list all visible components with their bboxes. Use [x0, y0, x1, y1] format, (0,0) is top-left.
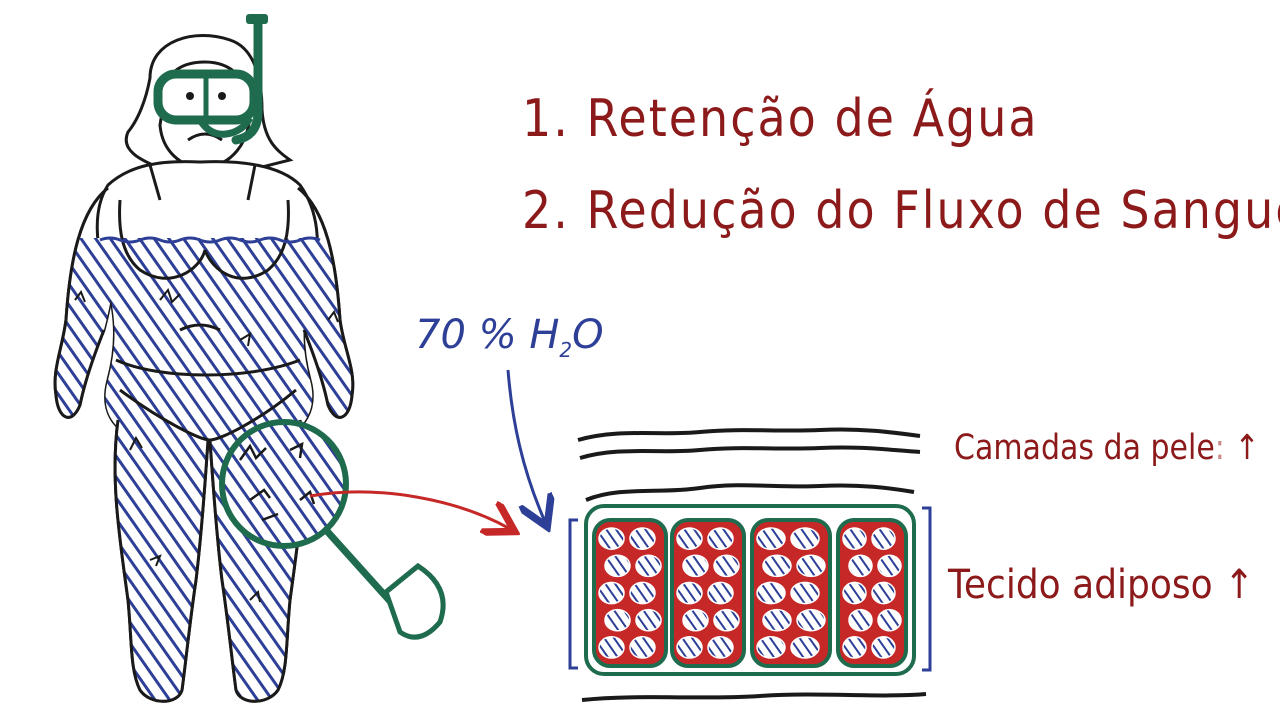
fat-cell — [756, 636, 786, 659]
tissue-bracket-right — [922, 506, 932, 672]
fat-cell — [796, 608, 826, 632]
fat-cell — [713, 554, 740, 578]
fat-cell — [762, 554, 792, 578]
fat-cell — [842, 581, 867, 605]
water-arrow — [506, 369, 546, 524]
skin-layers-label: Camadas da pele: ↑ — [954, 428, 1260, 468]
skin-layer-1 — [577, 427, 921, 442]
list-item-water-retention: 1. Retenção de Água — [522, 88, 1039, 148]
fat-cell — [676, 581, 703, 605]
fat-label-text: Tecido adiposo — [948, 562, 1213, 608]
fat-cell — [796, 554, 826, 578]
fat-cell — [842, 636, 867, 659]
fat-cell — [848, 554, 873, 578]
skin-label-text: Camadas da pele — [954, 428, 1215, 469]
fat-cell — [604, 608, 631, 632]
list-text: Retenção de Água — [586, 88, 1039, 149]
fat-cell — [629, 636, 656, 659]
skin-label-sep: : — [1214, 428, 1225, 469]
water-percent: 70 % — [415, 312, 517, 358]
fat-cell — [707, 581, 734, 605]
bottom-layer — [581, 692, 927, 702]
fat-cell — [682, 554, 709, 578]
fat-cell — [598, 581, 625, 605]
fat-cell — [604, 554, 631, 578]
fat-cell — [629, 581, 656, 605]
tissue-bracket-left — [568, 518, 578, 670]
list-number: 2. — [522, 180, 570, 241]
fat-cell — [598, 527, 625, 550]
fat-cell — [635, 608, 662, 632]
fat-cell — [762, 608, 792, 632]
fat-cell — [790, 527, 820, 550]
fat-cell — [676, 636, 703, 659]
fat-cell — [877, 554, 902, 578]
fat-cell — [756, 527, 786, 550]
fat-cell — [848, 608, 873, 632]
fat-cell — [871, 527, 896, 550]
skin-layer-2 — [579, 445, 921, 460]
fat-cell — [842, 527, 867, 550]
fat-cell — [871, 636, 896, 659]
waterline — [99, 236, 321, 244]
lens-to-tissue-arrow — [309, 490, 512, 530]
fat-cell — [790, 581, 820, 605]
magnifying-glass-icon — [219, 419, 446, 640]
list-text: Redução do Fluxo de Sangue — [586, 180, 1280, 241]
human-figure — [53, 14, 355, 703]
fat-cell — [635, 554, 662, 578]
fat-cell — [682, 608, 709, 632]
skin-layer-3 — [585, 483, 915, 502]
fat-cell — [707, 527, 734, 550]
fat-cell — [707, 636, 734, 659]
adipose-tissue-label: Tecido adiposo ↑ — [948, 562, 1254, 608]
up-arrow-icon: ↑ — [1234, 428, 1260, 469]
fat-cell — [790, 636, 820, 659]
fat-cell — [676, 527, 703, 550]
up-arrow-icon: ↑ — [1224, 562, 1255, 608]
tissue-cross-section — [568, 427, 932, 702]
fat-cell — [598, 636, 625, 659]
fat-cell — [756, 581, 786, 605]
fat-cell — [871, 581, 896, 605]
water-percentage-label: 70 % H2O — [415, 312, 604, 362]
snorkel-mask-icon — [153, 14, 268, 145]
water-formula: H2O — [529, 312, 604, 362]
list-number: 1. — [522, 88, 570, 149]
fat-cell — [713, 608, 740, 632]
list-item-blood-flow: 2. Redução do Fluxo de Sangue — [522, 180, 1280, 240]
fat-cell — [629, 527, 656, 550]
fat-cell — [877, 608, 902, 632]
mouth — [187, 132, 223, 142]
